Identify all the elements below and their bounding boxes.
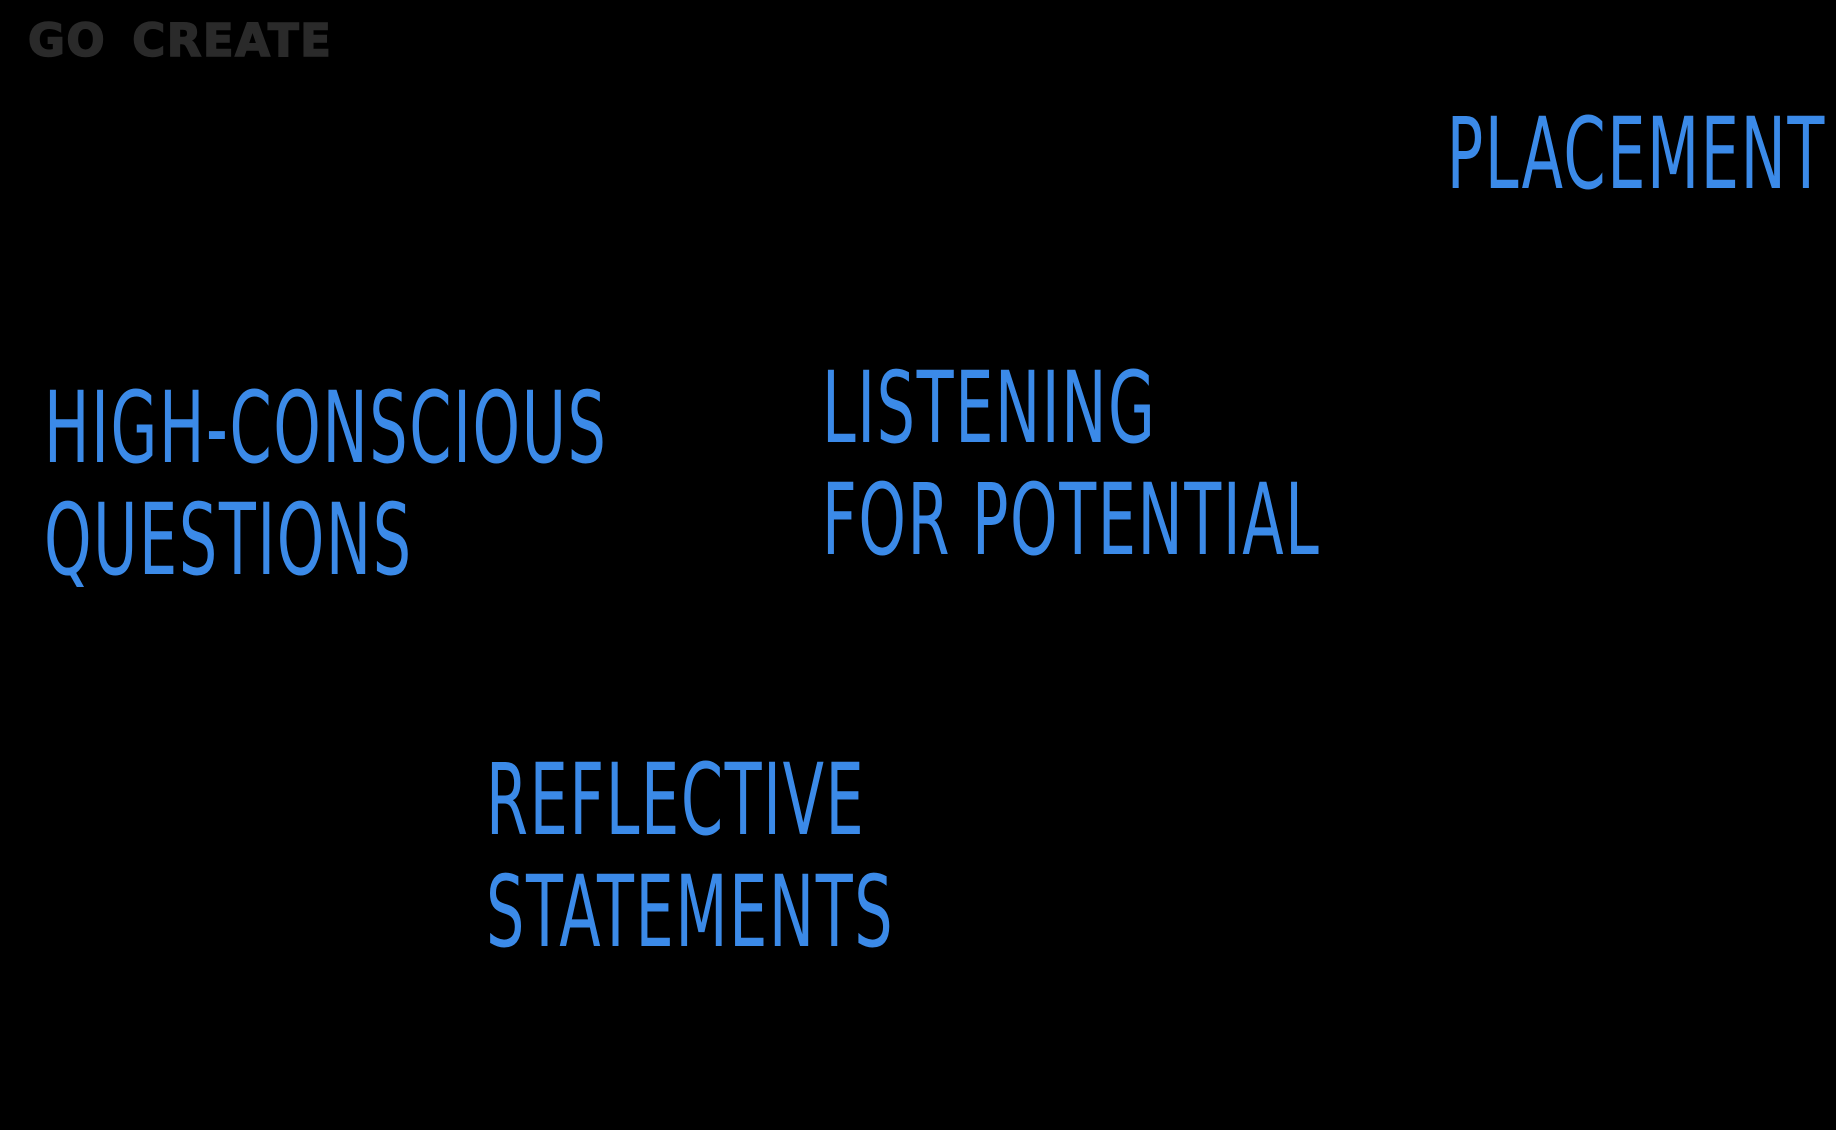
label-high-conscious-questions: HIGH-CONSCIOUS QUESTIONS: [44, 370, 748, 610]
label-reflective-statements: REFLECTIVE STATEMENTS: [486, 742, 996, 982]
label-listening-for-potential-line-1: LISTENING: [822, 350, 1157, 466]
label-listening-for-potential: LISTENING FOR POTENTIAL: [822, 350, 1445, 590]
label-reflective-statements-line-2: STATEMENTS: [486, 854, 895, 970]
brand-word-create: CREATE: [131, 14, 333, 67]
label-high-conscious-questions-line-2: QUESTIONS: [44, 482, 413, 598]
label-high-conscious-questions-line-1: HIGH-CONSCIOUS: [44, 370, 608, 486]
brand-word-go: GO: [27, 14, 107, 67]
label-listening-for-potential-line-2: FOR POTENTIAL: [822, 462, 1321, 578]
label-placement-line-1: PLACEMENT: [1446, 96, 1826, 212]
label-reflective-statements-line-1: REFLECTIVE: [486, 742, 866, 858]
brand-logo: GO CREATE: [27, 14, 333, 67]
label-placement: PLACEMENT: [1352, 96, 1826, 224]
